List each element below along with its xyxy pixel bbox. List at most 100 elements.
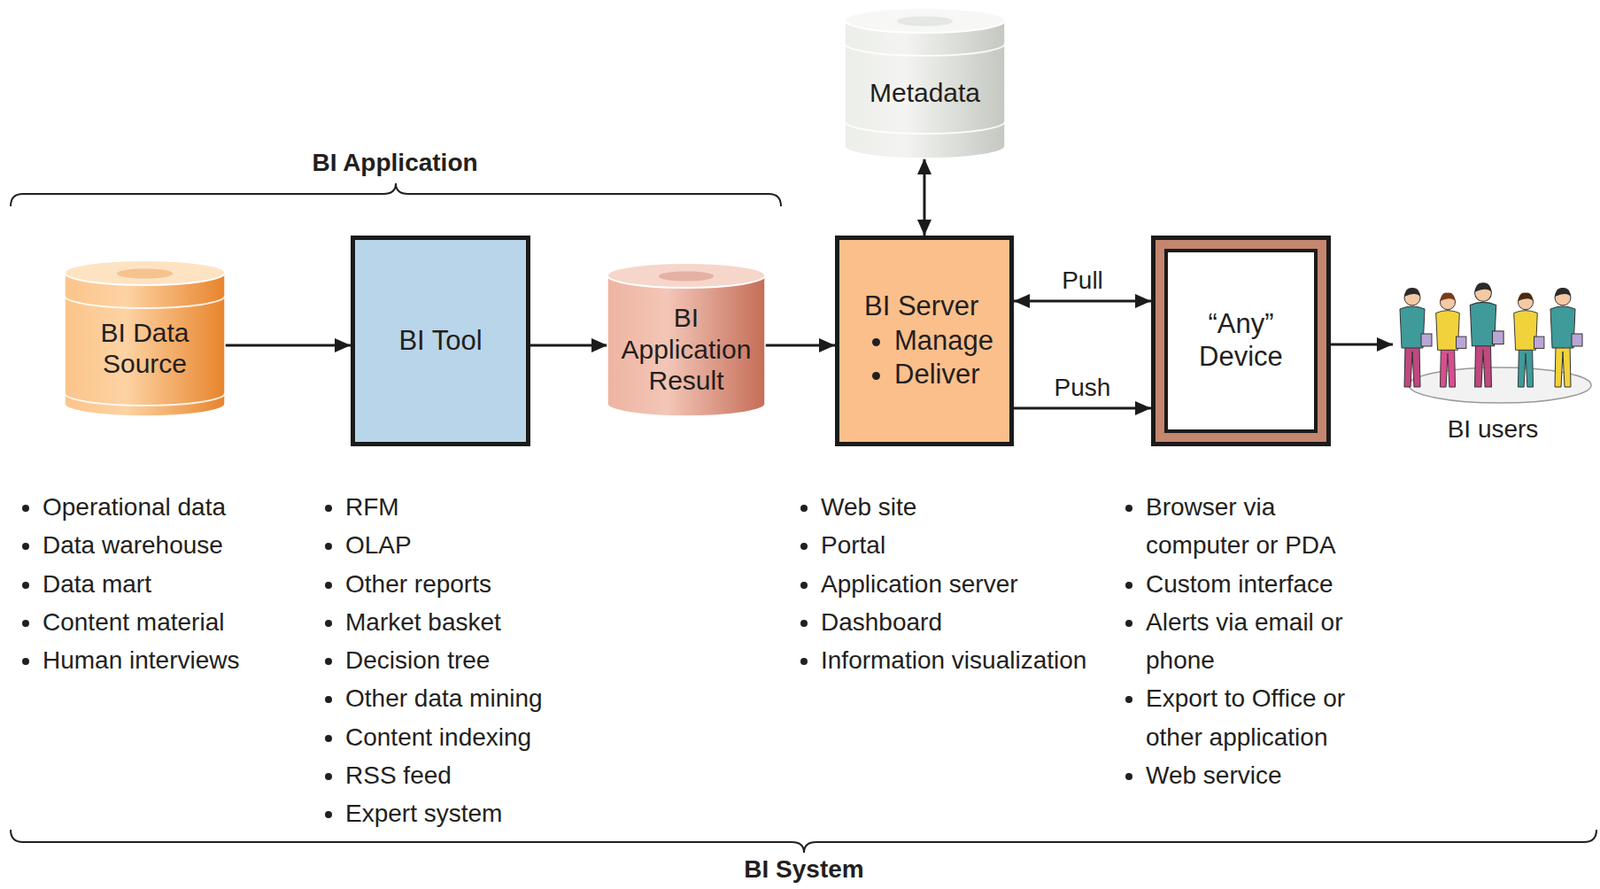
arrow-label: Push [1051,372,1114,403]
application-brace [10,183,781,207]
list-item: Custom interface [1145,564,1382,603]
person-figure [1399,287,1432,387]
device-box: “Any” Device [1151,235,1331,447]
list-text: OLAP [345,531,412,559]
list-item: Browser via computer or PDA [1145,487,1382,565]
cylinder-body [607,262,766,417]
metadata-cylinder: Metadata [844,7,1005,159]
result-cylinder: BI Application Result [607,262,766,417]
node-title: BI Tool [365,324,516,358]
group-title: BI System [743,854,864,885]
node-content: BI Tool [355,239,526,442]
list-item: Human interviews [42,641,314,680]
list-text: Data warehouse [42,531,224,559]
list-text: Decision tree [345,646,490,674]
cylinder-stripe [64,295,225,309]
list-text: Browser via computer or PDA [1145,493,1337,559]
data-source-cylinder: BI Data Source [64,260,225,417]
list-text: Content material [42,608,225,636]
node-title: “Any” Device [1166,308,1316,373]
flow-arrow [530,344,608,348]
list-text: Other reports [345,570,492,598]
text-block: BI ServerManageDeliver [850,290,999,392]
node-title: BI Server [864,290,999,324]
node-content: Metadata [844,7,1005,159]
node-title: BI Data Source [71,316,218,380]
cylinder-top [844,7,1005,33]
arrow-label: Pull [1058,265,1106,296]
person-figure [1550,287,1583,387]
text-block: “Any” Device [1166,308,1316,373]
cylinder-top [64,260,225,286]
node-content: BI users [1392,275,1593,444]
flow-arrow [1013,407,1152,410]
list-text: Portal [820,531,886,559]
cylinder-stripe [844,43,1005,56]
bullet-text: Manage [894,324,994,356]
cylinder-stripe [844,121,1005,134]
list-text: Web service [1145,761,1283,789]
text-block: Metadata [851,77,998,109]
list-text: Information visualization [820,646,1087,674]
cylinder-highlight [116,268,173,279]
list-text: Export to Office or other application [1145,684,1345,750]
list-item: Application server [820,564,1124,603]
flow-arrow [1013,300,1152,303]
users-illustration [1392,275,1593,410]
list-item: Portal [820,525,1124,565]
text-block: BI Data Source [71,316,218,380]
list-item: Dashboard [820,602,1124,642]
cylinder-highlight [658,270,714,281]
list-text: Data mart [42,570,152,598]
node-content: BI ServerManageDeliver [839,239,1010,442]
cylinder-stripe [64,393,225,406]
node-title: Metadata [851,77,998,109]
list-text: Dashboard [820,608,943,636]
node-content: BI Application Result [607,262,766,417]
node-content: “Any” Device [1155,239,1327,442]
bullet-list: ManageDeliver [864,324,999,392]
cylinder-top [607,262,766,288]
person-figure [1469,282,1504,387]
list-text: Custom interface [1145,570,1334,598]
list-item: Operational data [42,487,314,526]
list-item: Information visualization [820,641,1124,680]
list-text: Content indexing [345,723,532,751]
list-item: RFM [345,487,696,526]
person-figure [1514,293,1545,387]
list-text: RSS feed [345,761,452,789]
bullet-item: Deliver [894,357,999,392]
cylinder-body [64,260,225,417]
feature-list: RFM OLAP Other reportsMarket basketDecisio… [324,487,696,834]
bullet-item: Manage [894,324,999,358]
feature-list: Operational dataData warehouseData martC… [21,487,314,680]
system-brace [10,829,1597,853]
group-label: BI users [1396,414,1590,444]
group-title: BI Application [311,147,478,178]
node-title: BI Application Result [614,301,758,396]
text-block: BI users [1396,414,1590,444]
feature-list: Web sitePortalApplication serverDashboar… [799,487,1124,680]
cylinder-body [844,7,1005,159]
list-text: Other data mining [345,684,543,712]
list-item: OLAP [345,525,696,565]
list-item: Decision tree [345,641,696,680]
list-item: Content indexing [345,718,696,757]
list-item: Content material [42,602,314,642]
list-text: Market basket [345,608,502,636]
flow-arrow [923,158,927,236]
list-item: Data mart [42,564,314,603]
list-text: Web site [820,493,917,521]
cylinder-highlight [896,15,953,26]
list-item: Other data mining [345,679,696,718]
list-text: Alerts via email or phone [1145,608,1344,674]
list-item: Export to Office or other application [1145,679,1382,757]
list-item: Other reports [345,564,696,603]
text-block: BI Tool [365,324,516,358]
list-text: Expert system [345,799,503,828]
list-item: Data warehouse [42,525,314,565]
users-group: BI users [1392,275,1593,444]
